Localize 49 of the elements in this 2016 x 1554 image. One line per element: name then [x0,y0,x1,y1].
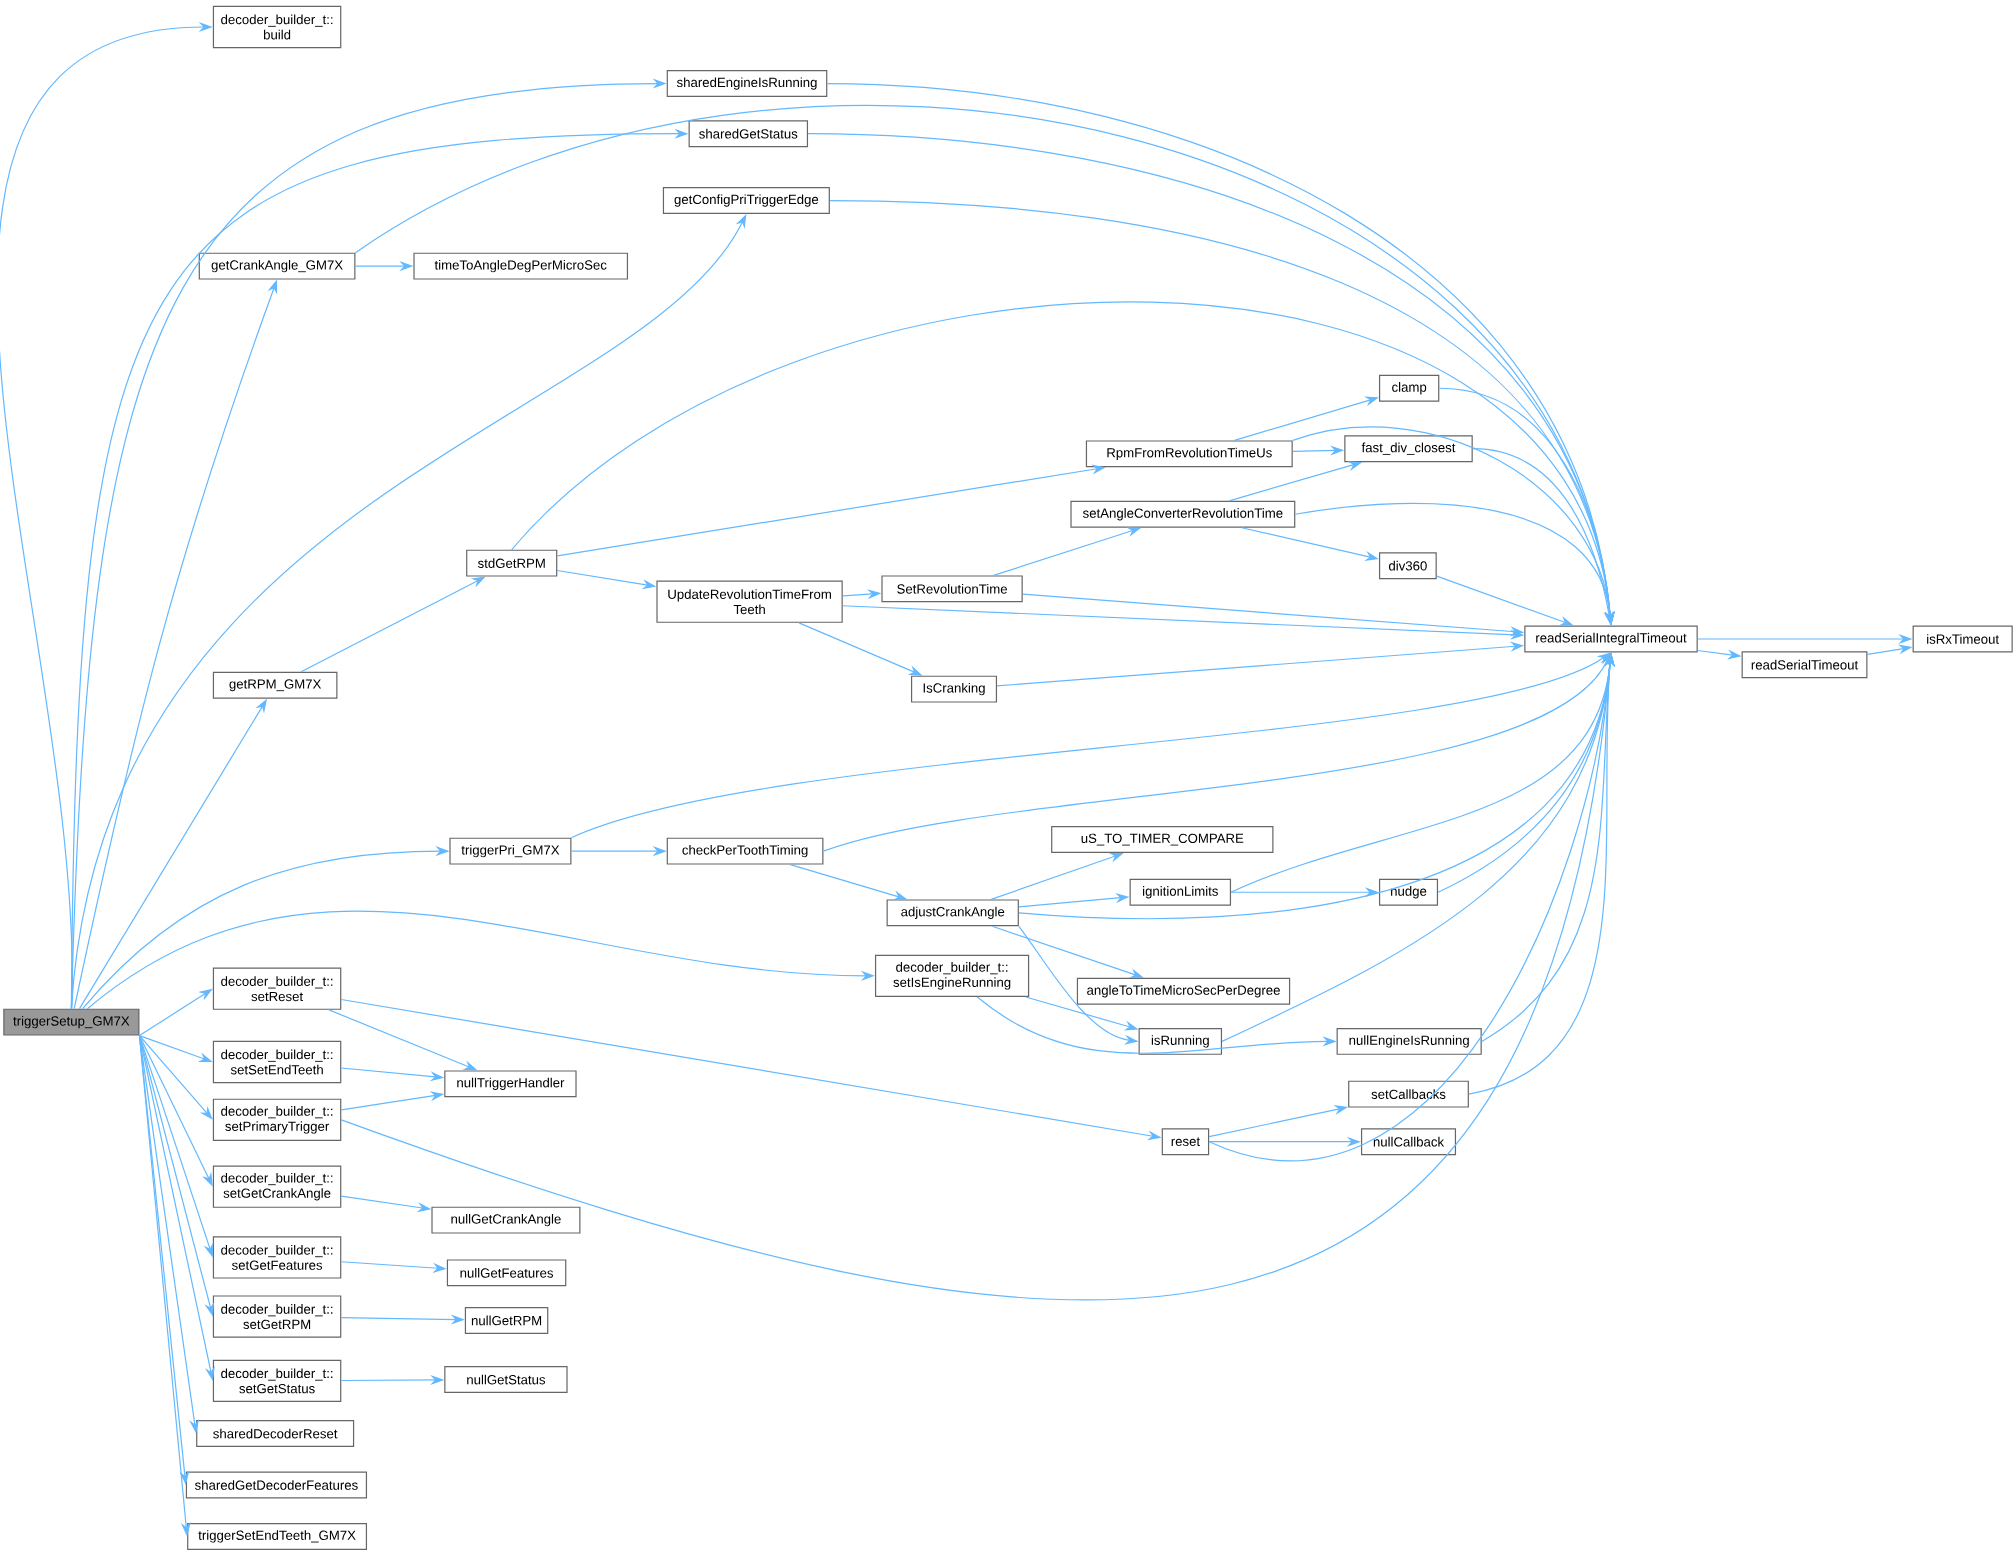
function-box: decoder_builder_t:: build [212,5,342,48]
function-box: SetRevolutionTime [881,575,1023,603]
function-box: decoder_builder_t:: setSetEndTeeth [212,1040,342,1083]
function-box: triggerSetup_GM7X [3,1008,140,1036]
function-box: clamp [1379,374,1440,402]
function-box: isRxTimeout [1912,625,2013,653]
function-box: getConfigPriTriggerEdge [662,186,830,214]
function-box: timeToAngleDegPerMicroSec [413,252,629,280]
function-box: decoder_builder_t:: setGetFeatures [212,1236,342,1279]
function-box: div360 [1379,552,1437,579]
function-box: checkPerToothTiming [666,837,824,865]
function-box: nullGetStatus [444,1365,568,1393]
function-box: reset [1161,1128,1210,1155]
function-box: isRunning [1138,1027,1223,1055]
function-box: ignitionLimits [1129,878,1232,906]
function-box: getCrankAngle_GM7X [198,252,356,280]
function-box: decoder_builder_t:: setGetRPM [212,1295,342,1338]
function-box: setCallbacks [1348,1080,1469,1108]
function-box: nullGetFeatures [446,1259,567,1287]
function-box: fast_div_closest [1344,435,1473,462]
function-box: sharedGetStatus [688,120,809,147]
function-box: nullGetCrankAngle [431,1206,581,1234]
function-box: readSerialTimeout [1741,651,1868,678]
function-box: adjustCrankAngle [886,899,1019,927]
function-box: sharedDecoderReset [196,1419,355,1447]
function-box: decoder_builder_t:: setPrimaryTrigger [212,1098,342,1141]
arrow [570,652,1611,839]
function-box: sharedGetDecoderFeatures [185,1471,368,1499]
function-box: decoder_builder_t:: setReset [212,967,342,1010]
function-box: nudge [1379,878,1439,906]
function-box: decoder_builder_t:: setIsEngineRunning [874,954,1030,997]
function-box: RpmFromRevolutionTimeUs [1085,440,1293,468]
function-box: readSerialIntegralTimeout [1524,625,1698,653]
function-box: triggerSetEndTeeth_GM7X [187,1522,368,1550]
function-box: stdGetRPM [466,549,558,577]
function-box: decoder_builder_t:: setGetCrankAngle [212,1165,342,1208]
function-box: angleToTimeMicroSecPerDegree [1076,977,1291,1005]
function-box: setAngleConverterRevolutionTime [1070,500,1296,528]
function-box: triggerPri_GM7X [449,837,572,865]
function-box: uS_TO_TIMER_COMPARE [1051,825,1274,853]
function-box: IsCranking [911,675,998,703]
function-box: getRPM_GM7X [212,671,338,699]
function-box: nullGetRPM [464,1306,549,1334]
function-box: sharedEngineIsRunning [666,69,828,97]
function-box: UpdateRevolutionTimeFrom Teeth [656,580,843,623]
function-box: nullEngineIsRunning [1336,1027,1482,1055]
function-box: nullCallback [1361,1128,1457,1155]
function-box: decoder_builder_t:: setGetStatus [212,1359,342,1402]
function-box: nullTriggerHandler [444,1070,577,1098]
